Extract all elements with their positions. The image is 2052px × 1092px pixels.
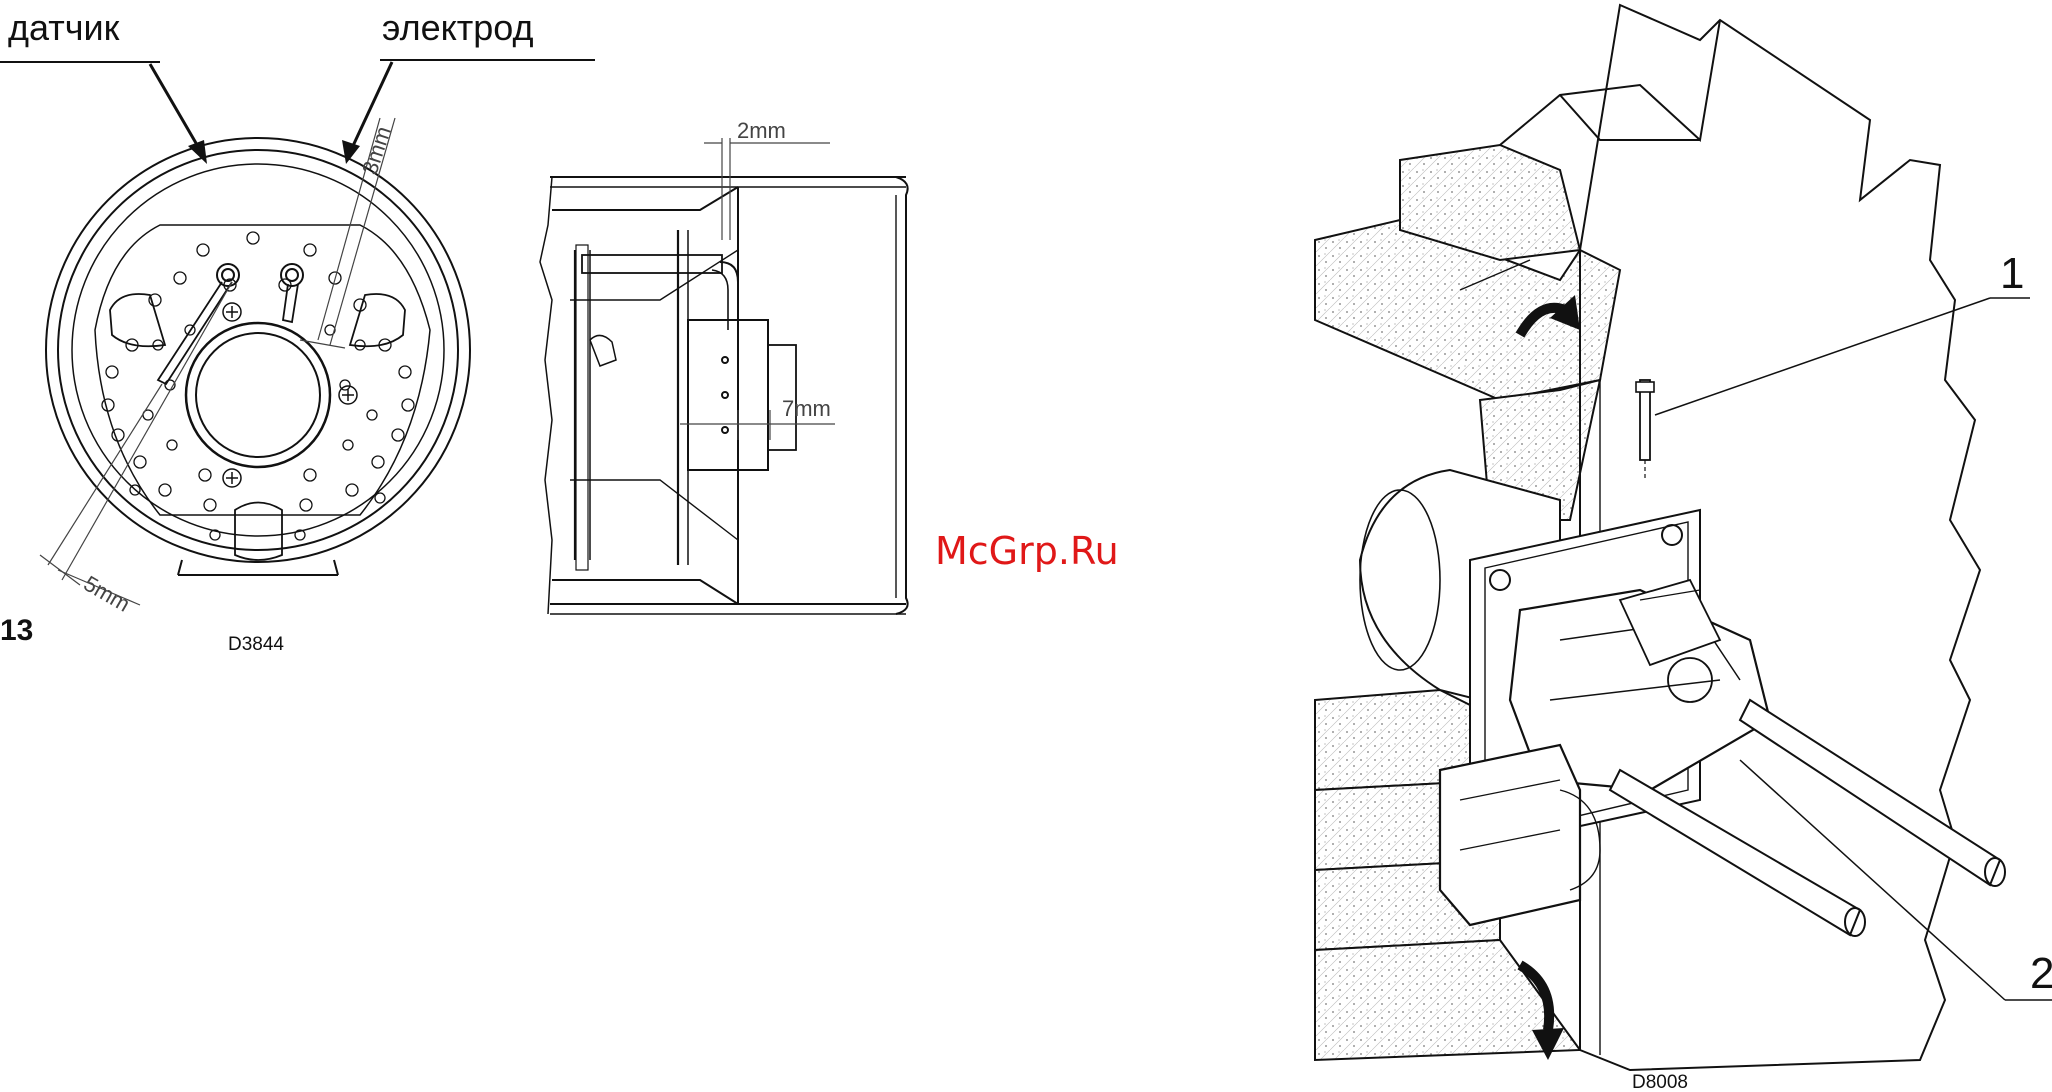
watermark: McGrp.Ru [935, 529, 1119, 573]
dim-2mm: 2mm [737, 118, 786, 143]
sensor-label: датчик [8, 7, 120, 48]
dim-5mm: 5mm [80, 571, 135, 617]
burner-head-front-view [40, 118, 470, 605]
drawing-code-left: D3844 [228, 634, 284, 655]
boiler-mounting-view [1315, 5, 2005, 1070]
electrode-rod [281, 264, 303, 322]
sensor-rod [158, 264, 239, 384]
electrode-label: электрод [382, 7, 534, 48]
callout-2-label: 2 [2030, 949, 2052, 998]
callout-1-label: 1 [2000, 249, 2024, 298]
sensor-arrow [150, 64, 207, 164]
figure-number: 13 [0, 614, 33, 647]
top-labels: датчик электрод [0, 7, 595, 164]
burner-head-section-view [540, 138, 908, 614]
dim-3mm: 3mm [357, 123, 396, 177]
dimension-lines-section [680, 138, 835, 440]
plate-perforations [102, 232, 414, 540]
drawing-code-right: D8008 [1632, 1072, 1688, 1092]
dim-7mm: 7mm [782, 396, 831, 421]
